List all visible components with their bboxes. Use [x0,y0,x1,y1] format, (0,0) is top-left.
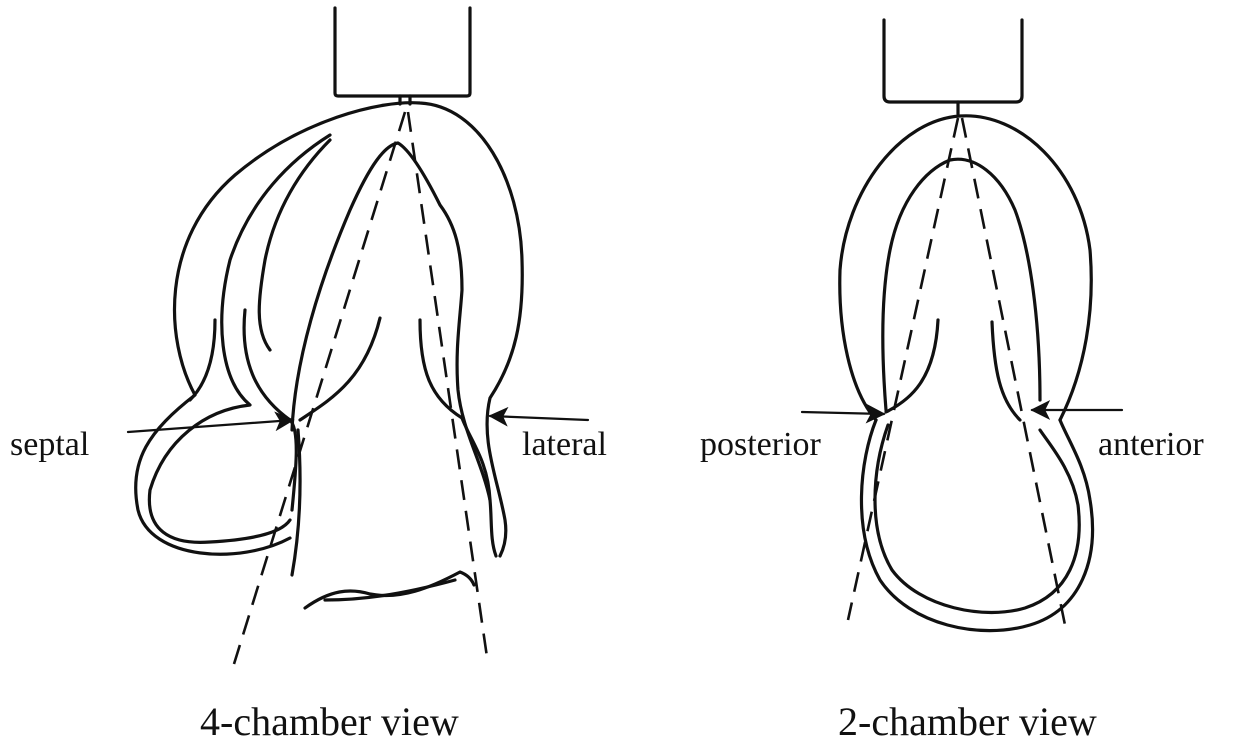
inner-contour-2ch [883,159,1040,410]
two-chamber-diagram [802,20,1122,631]
four-chamber-diagram [128,8,588,664]
septal-leaflet-wall-4ch [244,310,296,510]
scan-line-right-2ch [962,118,1066,630]
inner-contour-4ch [292,143,490,500]
lower-chamber-4ch [305,572,474,608]
label-posterior: posterior [700,428,821,462]
mitral-leaflet-septal-4ch [300,318,380,420]
outer-contour-4ch [136,103,523,556]
ventricle-outer-2ch [861,420,1092,631]
caption-2-chamber: 2-chamber view [838,702,1097,742]
left-chamber-inner-4ch [259,140,330,350]
scan-line-left-2ch [848,118,958,620]
label-septal: septal [10,428,89,462]
label-anterior: anterior [1098,428,1204,462]
valve-leaflet-left-4ch [190,320,215,400]
transducer-probe-2ch [884,20,1022,102]
septal-arrow [128,420,293,432]
lateral-arrow [490,416,588,420]
transducer-probe-4ch [335,8,470,96]
label-lateral: lateral [522,428,607,462]
caption-4-chamber: 4-chamber view [200,702,459,742]
ventricle-inner-2ch [875,425,1079,612]
lateral-wall-lower-4ch [462,418,496,556]
